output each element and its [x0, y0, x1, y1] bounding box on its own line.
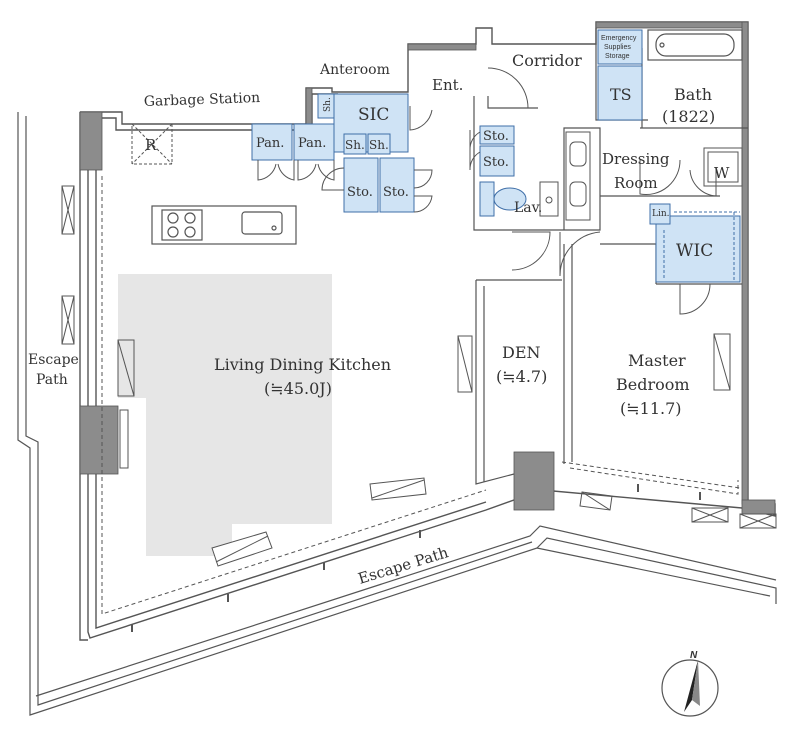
room-vents — [211, 333, 731, 567]
railing-posts — [131, 484, 701, 632]
storage-c — [479, 125, 515, 145]
shelf-area-a — [317, 93, 335, 119]
lavatory-label: Lav. — [514, 200, 542, 216]
shelf-label-c: Sh. — [369, 138, 389, 152]
ts-label: TS — [610, 85, 632, 104]
shelf-area-c — [367, 133, 391, 155]
bath-label: Bath — [674, 85, 712, 104]
emergency-label-2: Supplies — [604, 44, 631, 51]
ldk-size-label: (≒45.0J) — [264, 379, 332, 398]
shelf-area-b — [343, 133, 367, 155]
wall-blocks — [79, 21, 776, 515]
sink-icon — [241, 211, 283, 235]
pantry-b — [293, 123, 335, 161]
storage-areas — [251, 29, 741, 283]
garbage-station-label: Garbage Station — [144, 90, 261, 110]
refrigerator-space — [131, 123, 173, 165]
storage-label-d: Sto. — [483, 155, 509, 170]
bathtub-icon — [647, 29, 743, 61]
dressing-label-2: Room — [614, 174, 658, 192]
escape-path-outline — [17, 112, 777, 716]
emergency-label-1: Emergency — [601, 35, 637, 42]
storage-label-b: Sto. — [383, 185, 409, 200]
toilet-icon — [479, 181, 559, 217]
storage-a — [343, 157, 379, 213]
washer-icon — [703, 147, 743, 187]
escape-path-left-1: Escape — [28, 352, 79, 368]
linen-area — [649, 203, 671, 225]
compass-north-icon — [661, 659, 719, 717]
kitchen-island — [151, 205, 297, 245]
master-size-label: (≒11.7) — [620, 399, 682, 418]
linen-label: Lin. — [652, 209, 670, 219]
emergency-storage-area — [597, 29, 643, 65]
corridor-label: Corridor — [512, 51, 582, 70]
refrigerator-label: R — [145, 136, 157, 154]
door-swing-icon — [257, 67, 717, 315]
emergency-label-3: Storage — [605, 53, 630, 60]
pantry-a — [251, 123, 293, 161]
den-size-label: (≒4.7) — [496, 367, 547, 386]
ts-area — [597, 65, 643, 121]
pantry-label-b: Pan. — [298, 136, 326, 151]
storage-b — [379, 157, 415, 213]
den-label: DEN — [502, 343, 541, 362]
dressing-vanities — [565, 131, 591, 221]
escape-path-left-2: Path — [36, 372, 68, 388]
shelf-label-b: Sh. — [345, 138, 365, 152]
balcony-dashed-line — [101, 176, 741, 615]
washer-label: W — [714, 164, 730, 182]
dressing-label-1: Dressing — [602, 150, 670, 168]
entrance-label: Ent. — [432, 76, 463, 94]
wic-rails — [663, 211, 740, 280]
wic-label: WIC — [676, 241, 713, 261]
cooktop-icon — [161, 209, 203, 241]
ldk-floor-area — [118, 274, 332, 556]
pantry-label-a: Pan. — [256, 136, 284, 151]
shelf-label-a: Sh. — [323, 97, 333, 112]
bedroom-balcony-windows — [579, 491, 777, 529]
storage-label-a: Sto. — [347, 185, 373, 200]
sic-label: SIC — [358, 105, 389, 125]
storage-label-c: Sto. — [483, 129, 509, 144]
left-windows — [61, 185, 135, 469]
ldk-label: Living Dining Kitchen — [214, 355, 391, 374]
master-label-1: Master — [628, 351, 686, 370]
anteroom-label: Anteroom — [319, 62, 390, 78]
north-label: N — [690, 650, 698, 661]
wic-area — [655, 215, 741, 283]
master-label-2: Bedroom — [616, 375, 690, 394]
storage-d — [479, 145, 515, 177]
bath-size-label: (1822) — [662, 107, 715, 126]
